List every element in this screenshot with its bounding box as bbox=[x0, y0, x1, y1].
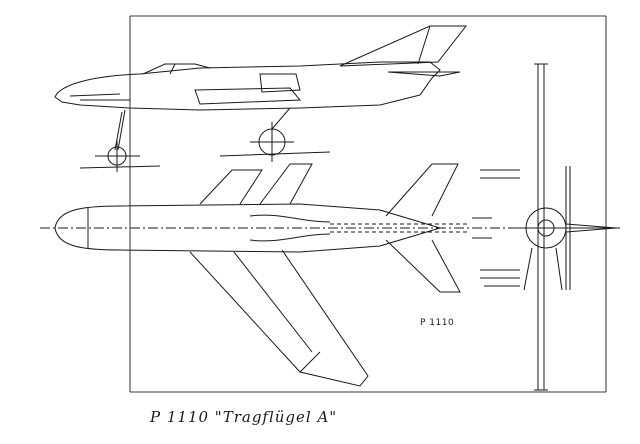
drawing-frame bbox=[129, 15, 607, 393]
top-view bbox=[40, 163, 620, 387]
front-view bbox=[480, 63, 617, 391]
side-view bbox=[54, 25, 468, 172]
drawing-label: P 1110 bbox=[420, 318, 455, 328]
handwritten-caption: P 1110 "Tragflügel A" bbox=[150, 408, 338, 426]
